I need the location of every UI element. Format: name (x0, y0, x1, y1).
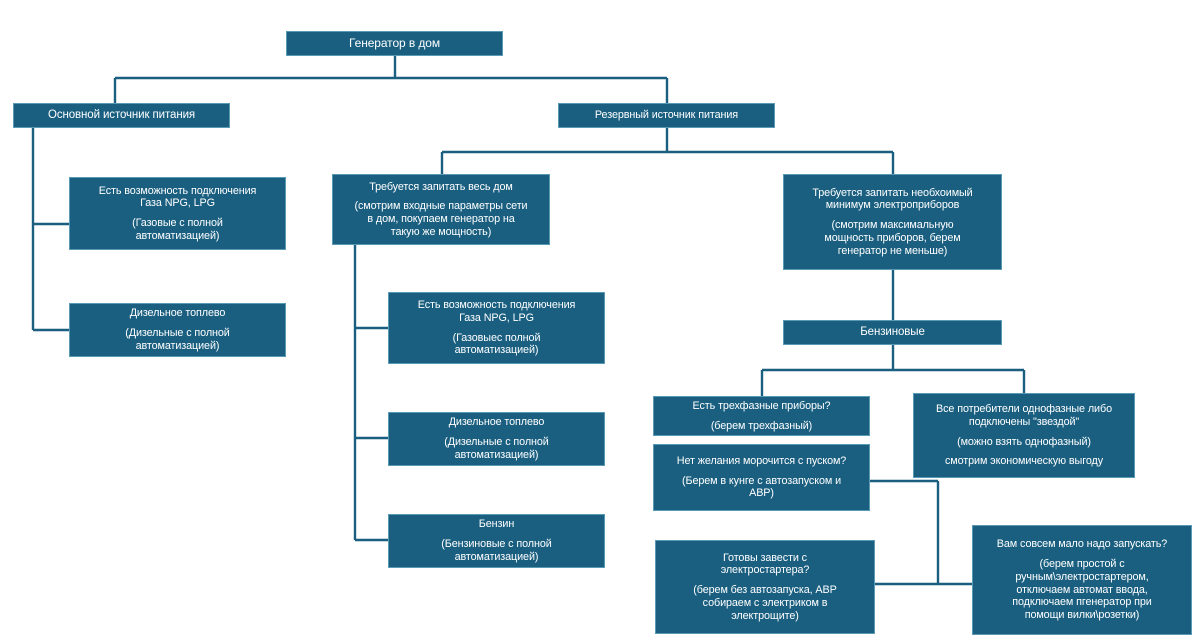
node-no-hassle-sub: (Берем в кунге с автозапуском и АВР) (681, 474, 842, 500)
node-main-gas-sub: (Газовые с полной автоматизацией) (132, 217, 223, 242)
node-backup-diesel[interactable]: Дизельное топлево (Дизельные с полной ав… (388, 412, 605, 466)
node-backup-petrol[interactable]: Бензин (Бензиновые с полной автоматизаци… (388, 514, 605, 568)
node-backup-gas-sub: (Газовыес полной автоматизацией) (452, 331, 541, 357)
node-backup-diesel-sub: (Дизельные с полной автоматизацией) (444, 436, 549, 461)
node-no-hassle[interactable]: Нет желания морочится с пуском? (Берем в… (653, 444, 870, 511)
node-three-phase[interactable]: Есть трехфазные приборы? (берем трехфазн… (653, 396, 870, 436)
node-main-diesel-head: Дизельное топлево (129, 307, 226, 320)
node-main-diesel[interactable]: Дизельное топлево (Дизельные с полной ав… (69, 303, 286, 357)
node-rare-use-head: Вам совсем мало надо запускать? (996, 538, 1168, 551)
node-no-hassle-head: Нет желания морочится с пуском? (676, 454, 847, 467)
node-rare-use[interactable]: Вам совсем мало надо запускать? (берем п… (972, 525, 1192, 635)
node-backup-source-label: Резервный источник питания (594, 109, 739, 122)
node-whole-house[interactable]: Требуется запитать весь дом (смотрим вхо… (332, 174, 550, 245)
node-electric-start[interactable]: Готовы завести с электростартера? (берем… (655, 540, 875, 634)
node-backup-gas[interactable]: Есть возможность подключения Газа NPG, L… (388, 292, 605, 364)
node-petrol-type[interactable]: Бензиновые (783, 320, 1002, 345)
node-rare-use-sub: (берем простой с ручным\электростартером… (1012, 558, 1152, 621)
node-single-phase-sub: (можно взять однофазный) (957, 435, 1091, 448)
node-three-phase-head: Есть трехфазные приборы? (692, 399, 831, 412)
node-backup-diesel-head: Дизельное топлево (448, 416, 545, 429)
node-backup-gas-head: Есть возможность подключения Газа NPG, L… (417, 299, 576, 324)
node-min-devices-head: Требуется запитать необхоимый минимум эл… (812, 186, 973, 212)
node-single-phase-head: Все потребители однофазные либо подключе… (936, 403, 1112, 428)
node-min-devices-sub: (смотрим максимальную мощность приборов,… (824, 219, 961, 257)
node-backup-petrol-sub: (Бензиновые с полной автоматизацией) (441, 538, 552, 563)
node-root[interactable]: Генератор в дом (286, 31, 503, 56)
node-whole-house-head: Требуется запитать весь дом (369, 180, 513, 193)
node-main-gas[interactable]: Есть возможность подключения Газа NPG, L… (69, 177, 286, 250)
node-electric-start-head: Готовы завести с электростартера? (720, 551, 810, 577)
node-petrol-type-label: Бензиновые (860, 325, 925, 338)
node-whole-house-sub: (смотрим входные параметры сети в дом, п… (354, 200, 528, 238)
node-backup-petrol-head: Бензин (478, 518, 515, 531)
node-three-phase-sub: (берем трехфазный) (710, 419, 813, 432)
node-main-source[interactable]: Основной источник питания (13, 103, 230, 128)
node-min-devices[interactable]: Требуется запитать необхоимый минимум эл… (783, 174, 1002, 270)
node-main-source-label: Основной источник питания (47, 108, 196, 121)
node-single-phase[interactable]: Все потребители однофазные либо подключе… (913, 393, 1135, 478)
node-root-label: Генератор в дом (349, 36, 440, 51)
node-electric-start-sub: (берем без автозапуска, АВР собираем с э… (693, 584, 837, 622)
node-main-diesel-sub: (Дизельные с полной автоматизацией) (125, 327, 230, 352)
node-main-gas-head: Есть возможность подключения Газа NPG, L… (98, 184, 257, 210)
node-single-phase-sub2: смотрим экономическую выгоду (944, 455, 1103, 468)
node-backup-source[interactable]: Резервный источник питания (558, 103, 775, 128)
